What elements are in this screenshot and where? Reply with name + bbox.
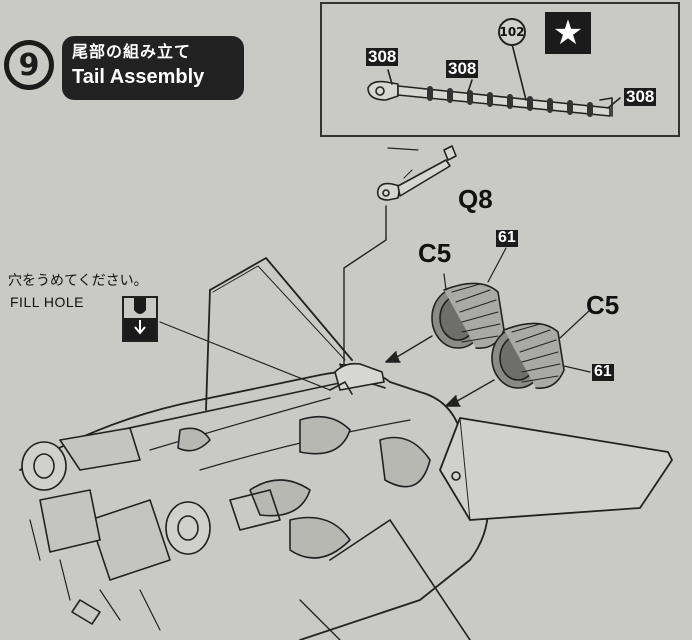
star-icon: ★ xyxy=(545,12,591,54)
part-label-61-bottom: 61 xyxy=(592,363,614,381)
step-title-banner: 尾部の組み立て Tail Assembly xyxy=(62,36,244,100)
step-title-jp: 尾部の組み立て xyxy=(72,42,192,61)
fill-hole-note-en: FILL HOLE xyxy=(10,294,85,310)
part-label-61-top: 61 xyxy=(496,229,518,247)
step-number-badge: 9 xyxy=(4,40,54,90)
pitot-tube-detail xyxy=(367,43,621,117)
step-number: 9 xyxy=(9,45,49,85)
nozzle-right xyxy=(445,309,591,407)
part-callout-q8: Q8 xyxy=(458,184,493,214)
part-label-308-b: 308 xyxy=(446,59,479,78)
part-label-308-c: 308 xyxy=(624,87,657,106)
detail-inset xyxy=(320,2,680,137)
step-title-en: Tail Assembly xyxy=(72,66,205,88)
part-label-308-a: 308 xyxy=(366,47,399,66)
part-callout-c5-right: C5 xyxy=(586,290,620,320)
fill-hole-icon xyxy=(122,296,158,342)
paint-number-102: 102 xyxy=(498,18,526,46)
part-callout-c5-left: C5 xyxy=(418,238,452,268)
nozzle-left xyxy=(385,247,507,363)
fill-hole-note-jp: 穴をうめてください。 xyxy=(8,273,148,289)
